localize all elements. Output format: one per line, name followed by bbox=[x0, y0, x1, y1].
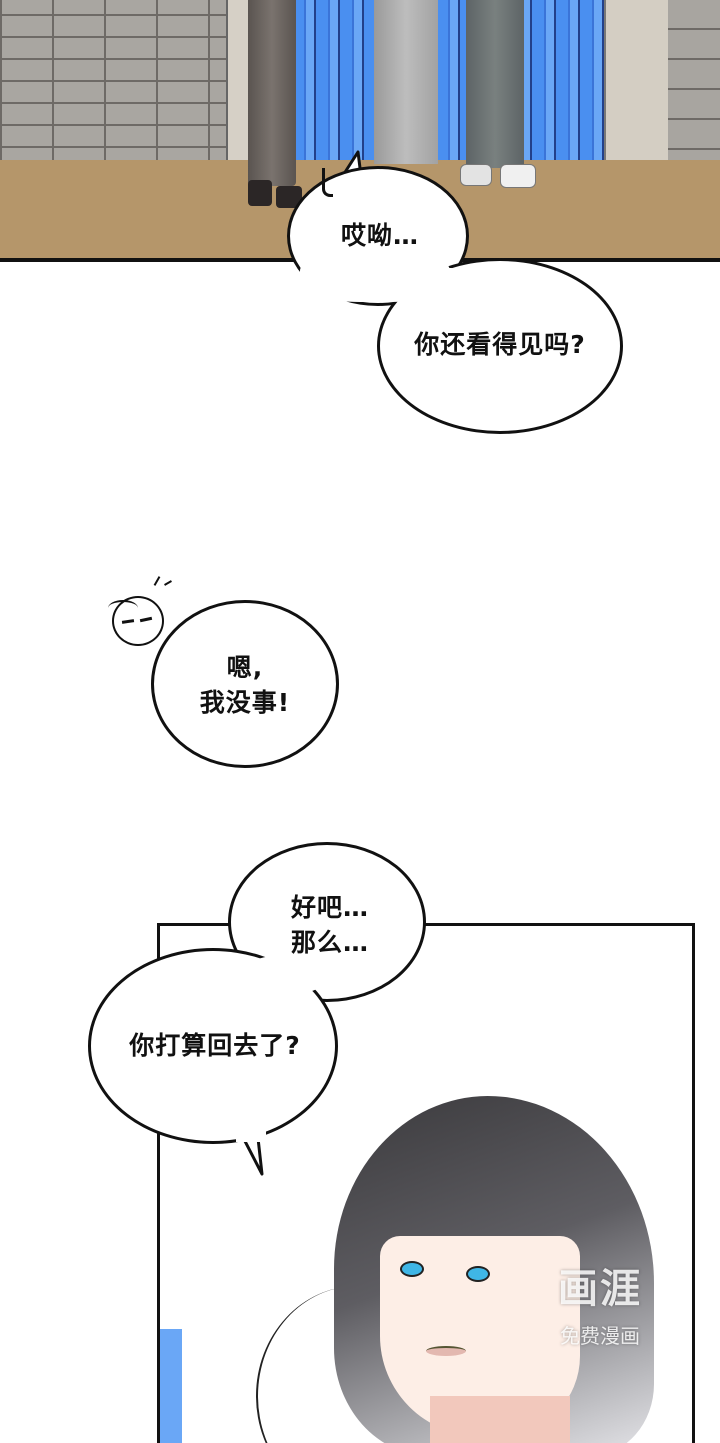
dialogue-text-2: 你还看得见吗? bbox=[414, 330, 586, 359]
character-eye-left bbox=[400, 1261, 424, 1277]
doodle-emphasis-mark bbox=[153, 576, 161, 586]
white-sneaker bbox=[460, 164, 492, 186]
bubble-join bbox=[236, 1130, 266, 1142]
concrete-pillar-right bbox=[604, 0, 670, 176]
doodle-hair-stroke bbox=[108, 600, 138, 616]
dialogue-text-4: 好吧… 那么… bbox=[290, 893, 369, 957]
comic-panel-street-scene bbox=[0, 0, 720, 262]
black-shoe bbox=[248, 180, 272, 206]
blue-background-accent bbox=[160, 1329, 182, 1443]
blue-metal-gate bbox=[292, 0, 604, 166]
sound-effect-mark bbox=[322, 168, 333, 197]
character-legs-gray-pants bbox=[374, 0, 438, 164]
brick-wall-right bbox=[668, 0, 720, 180]
dialogue-text-1: 哎呦… bbox=[340, 221, 419, 250]
speech-bubble-3 bbox=[151, 600, 339, 768]
character-mouth bbox=[426, 1346, 466, 1356]
concrete-pillar-left bbox=[226, 0, 252, 190]
dialogue-text-3: 嗯, 我没事! bbox=[199, 653, 291, 717]
character-eye-right bbox=[466, 1266, 490, 1282]
white-sneaker bbox=[500, 164, 536, 188]
bubble-join bbox=[390, 268, 510, 308]
doodle-emphasis-mark bbox=[164, 580, 172, 586]
watermark-subtitle: 免费漫画 bbox=[560, 1324, 640, 1348]
watermark-logo: 画涯 bbox=[558, 1266, 642, 1312]
dialogue-text-5: 你打算回去了? bbox=[129, 1031, 301, 1060]
bubble-join bbox=[240, 955, 330, 995]
black-shoe bbox=[276, 186, 302, 208]
character-legs-dark-pants bbox=[248, 0, 296, 186]
character-legs-slate-pants bbox=[466, 0, 524, 168]
character-neck bbox=[430, 1396, 570, 1443]
brick-wall-left bbox=[0, 0, 228, 170]
